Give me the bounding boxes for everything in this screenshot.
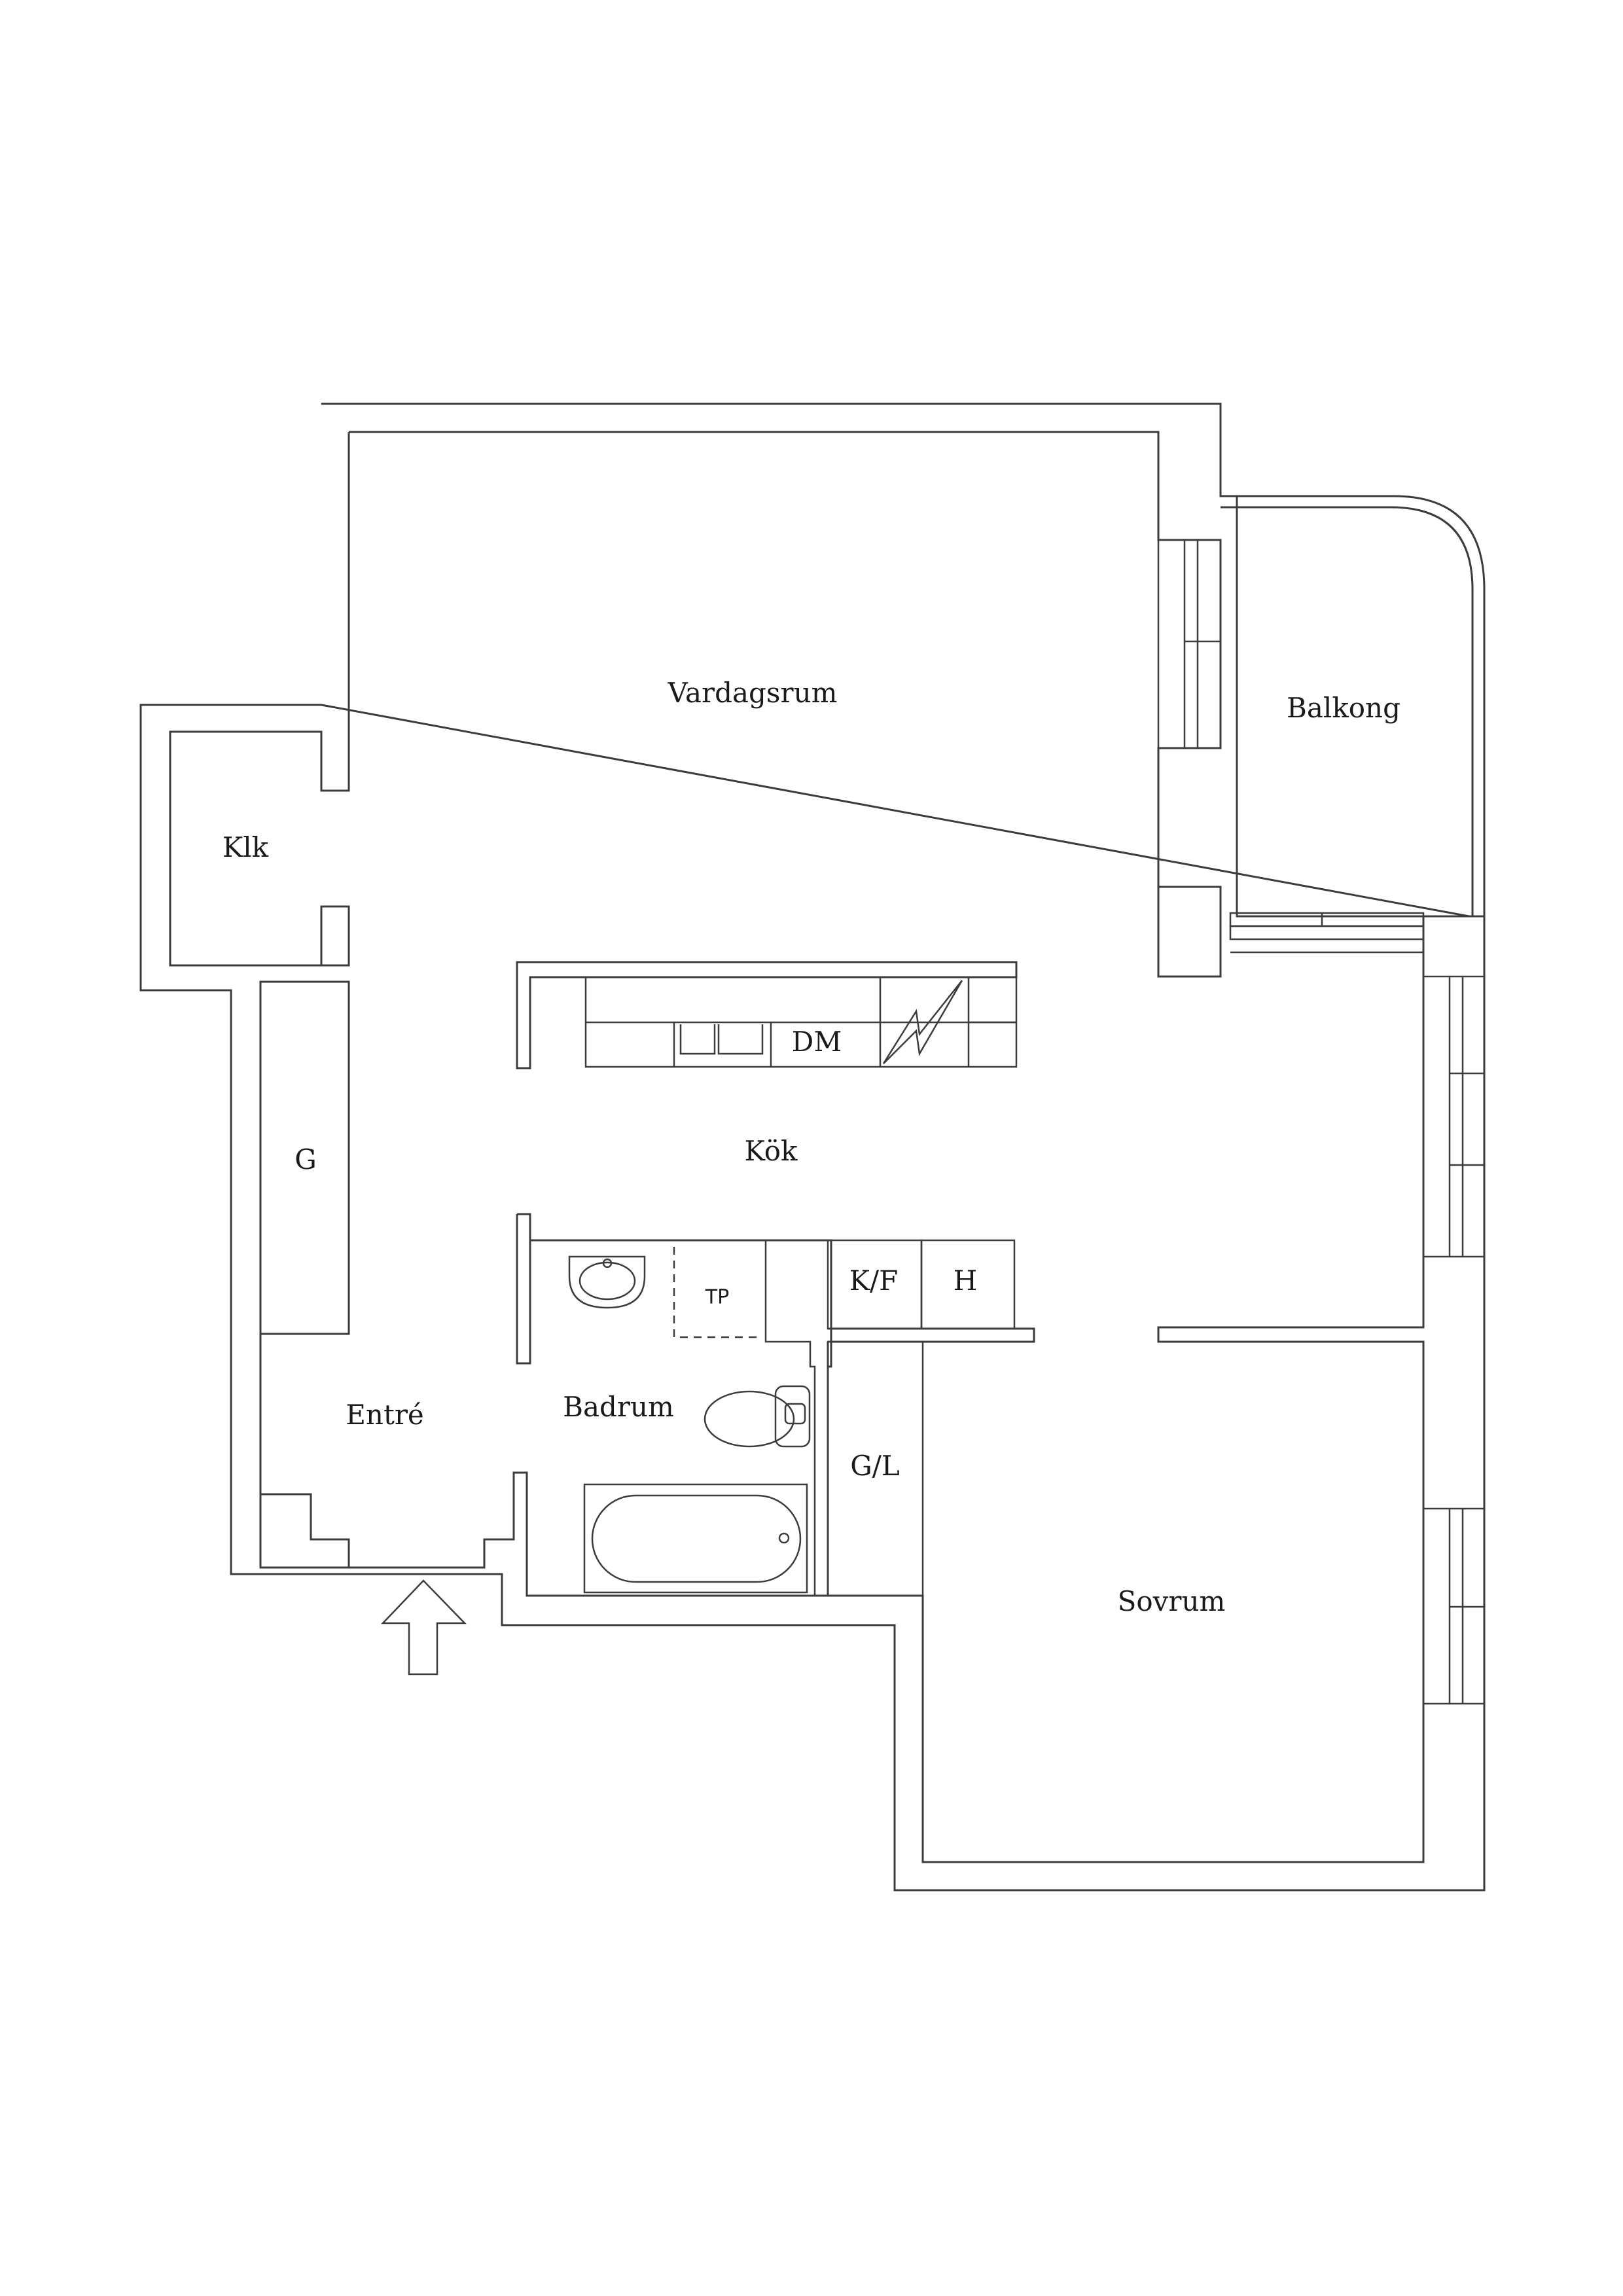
bathroom-fixtures xyxy=(568,1255,811,1594)
outer-walls xyxy=(139,403,1486,1892)
label-sovrum: Sovrum xyxy=(1118,1585,1226,1617)
label-klk: Klk xyxy=(223,831,269,863)
entrance-arrow-icon xyxy=(381,1579,467,1676)
bathroom-walls xyxy=(516,1213,1035,1597)
label-tp: TP xyxy=(705,1286,729,1309)
bathtub-icon xyxy=(583,1483,808,1594)
wardrobe-g xyxy=(259,980,350,1335)
label-entre: Entré xyxy=(346,1399,424,1431)
label-kf: K/F xyxy=(849,1265,899,1297)
sink-icon xyxy=(568,1255,646,1309)
label-balkong: Balkong xyxy=(1287,692,1400,724)
label-h: H xyxy=(954,1265,978,1297)
label-kok: Kök xyxy=(745,1135,798,1167)
windows xyxy=(1157,539,1486,1705)
label-vardagsrum: Vardagsrum xyxy=(668,677,838,709)
label-g: G xyxy=(294,1143,317,1175)
kitchen-counter-upper xyxy=(516,961,1018,1069)
label-gl: G/L xyxy=(850,1450,900,1482)
balcony-outline xyxy=(1221,495,1486,954)
toilet-icon xyxy=(704,1390,795,1448)
label-dm: DM xyxy=(792,1026,842,1058)
label-badrum: Badrum xyxy=(563,1391,674,1423)
